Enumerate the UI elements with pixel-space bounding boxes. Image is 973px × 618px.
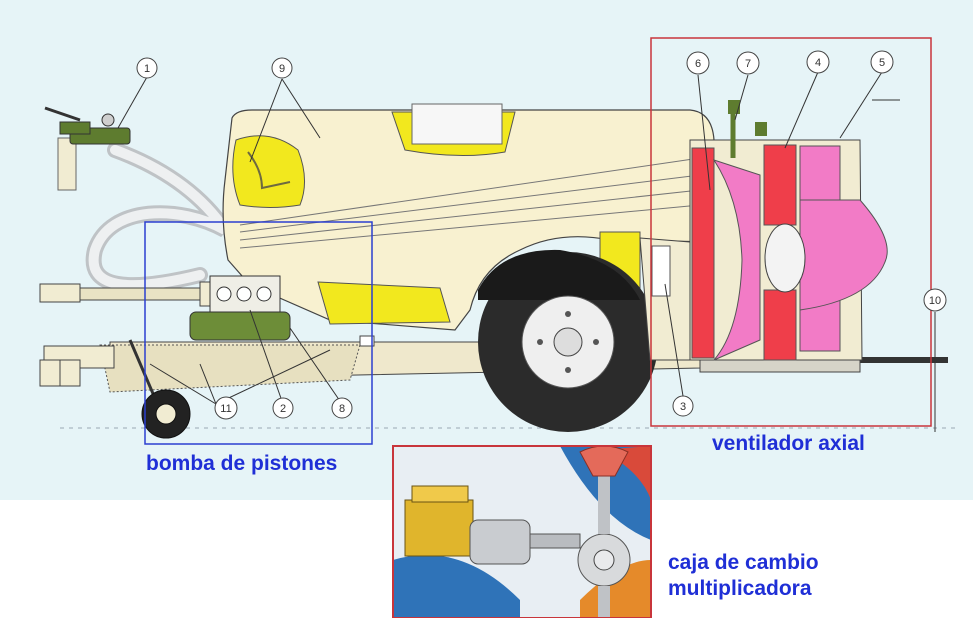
svg-text:5: 5 [879, 57, 885, 69]
svg-text:6: 6 [695, 58, 701, 70]
pump-caption: bomba de pistones [146, 452, 338, 475]
svg-text:9: 9 [279, 63, 285, 75]
svg-text:4: 4 [815, 57, 821, 69]
gearbox-caption: caja de cambio multiplicadora [668, 550, 819, 602]
svg-text:11: 11 [220, 403, 231, 415]
callout-11: 11 [214, 396, 238, 420]
pump-highlight-box [144, 221, 373, 445]
tank-bottom-cutaway [317, 281, 451, 325]
callout-2: 2 [272, 397, 294, 419]
callout-10: 10 [923, 288, 947, 312]
tank-front-cutaway [232, 135, 305, 208]
main-wheel [478, 249, 658, 432]
callout-3: 3 [672, 395, 694, 417]
callout-9: 9 [271, 57, 293, 79]
control-valve [44, 106, 131, 191]
gearbox-inset [393, 445, 651, 618]
svg-text:1: 1 [144, 63, 150, 75]
svg-text:8: 8 [339, 403, 345, 415]
svg-text:10: 10 [929, 295, 941, 307]
callout-6: 6 [686, 51, 710, 75]
axial-fan [689, 100, 888, 361]
tow-hitch [39, 345, 115, 387]
fan-highlight-box [650, 37, 932, 427]
leader-lines [117, 71, 936, 432]
callout-7: 7 [736, 51, 760, 75]
piston-pump [189, 275, 291, 341]
callout-8: 8 [331, 397, 353, 419]
gearbox-caption-line1: caja de cambio [668, 551, 819, 574]
gearbox-caption-line2: multiplicadora [668, 577, 812, 600]
gearbox-inset-frame [392, 445, 652, 618]
callout-4: 4 [806, 50, 830, 74]
svg-text:3: 3 [680, 401, 686, 413]
svg-text:7: 7 [745, 58, 751, 70]
fan-caption: ventilador axial [712, 432, 865, 455]
svg-text:2: 2 [280, 403, 286, 415]
callout-5: 5 [870, 50, 894, 74]
callout-1: 1 [136, 57, 158, 79]
